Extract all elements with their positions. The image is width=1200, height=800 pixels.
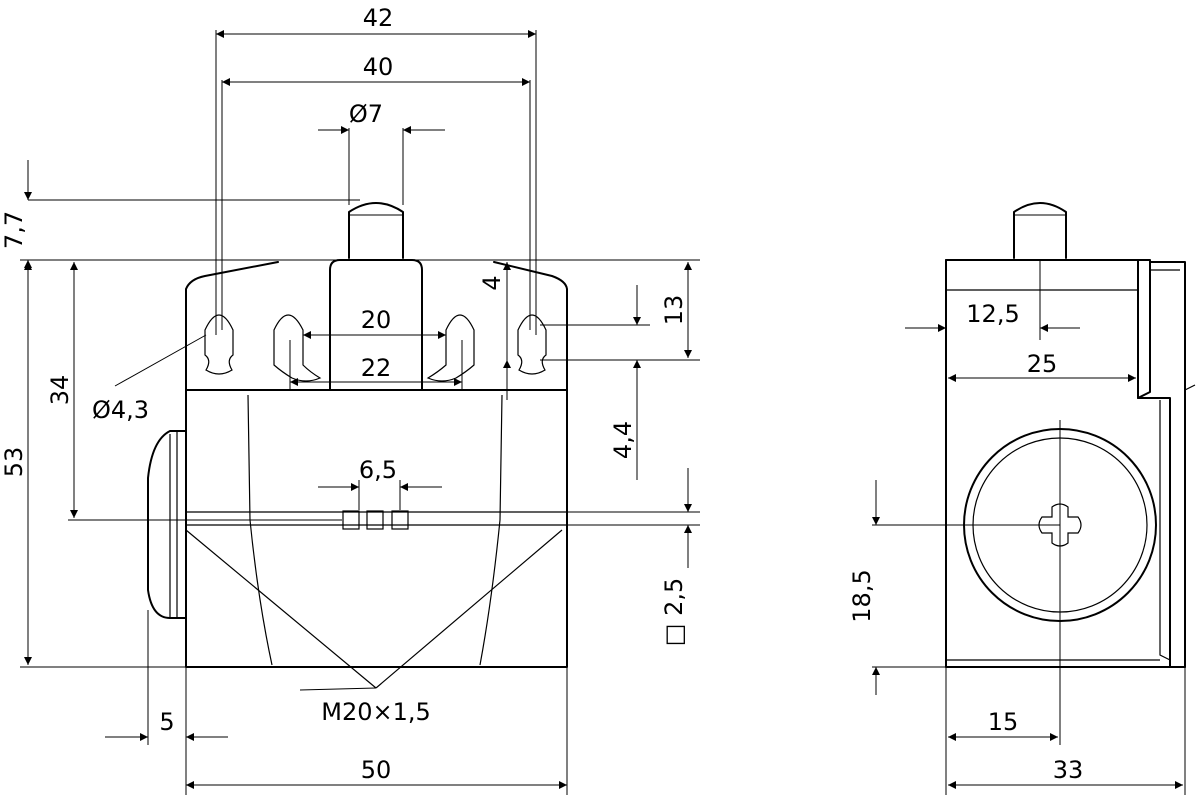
dim-12-5: 12,5 bbox=[966, 300, 1019, 328]
dim-34: 34 bbox=[46, 375, 74, 406]
switch-head bbox=[185, 259, 568, 391]
dim-22: 22 bbox=[361, 354, 392, 382]
dim-53: 53 bbox=[0, 447, 28, 478]
mounting-slot-right bbox=[426, 314, 475, 382]
cable-gland bbox=[147, 430, 187, 619]
dim-hole-diameter: Ø4,3 bbox=[92, 396, 149, 424]
mounting-hole-right bbox=[517, 314, 547, 375]
dim-15: 15 bbox=[988, 708, 1019, 736]
dim-13: 13 bbox=[660, 295, 688, 326]
dim-42: 42 bbox=[363, 4, 394, 32]
dim-square-2-5: □ 2,5 bbox=[660, 578, 688, 646]
dim-plunger-diameter: Ø7 bbox=[349, 100, 383, 128]
front-dimensions: 42 40 Ø7 7,7 53 34 Ø4,3 20 22 4 13 bbox=[0, 4, 700, 795]
plunger bbox=[348, 202, 404, 259]
dim-18-5: 18,5 bbox=[848, 569, 876, 622]
mounting-slot-left bbox=[273, 314, 322, 382]
dim-33: 33 bbox=[1053, 756, 1084, 784]
side-plunger bbox=[1013, 202, 1067, 259]
dim-thread: M20×1,5 bbox=[321, 698, 431, 726]
side-dimensions: 12,5 25 18,5 15 33 bbox=[848, 260, 1186, 795]
dim-50: 50 bbox=[361, 756, 392, 784]
dim-25: 25 bbox=[1027, 350, 1058, 378]
dim-40: 40 bbox=[363, 53, 394, 81]
dim-5: 5 bbox=[159, 708, 174, 736]
dim-4: 4 bbox=[478, 275, 506, 290]
dim-20: 20 bbox=[361, 306, 392, 334]
dim-plunger-height: 7,7 bbox=[0, 211, 28, 249]
switch-body bbox=[185, 389, 568, 689]
front-view bbox=[114, 202, 568, 691]
side-view bbox=[945, 202, 1196, 668]
dim-6-5: 6,5 bbox=[359, 456, 397, 484]
dim-4-4: 4,4 bbox=[609, 421, 637, 459]
mounting-hole-left bbox=[204, 314, 234, 375]
